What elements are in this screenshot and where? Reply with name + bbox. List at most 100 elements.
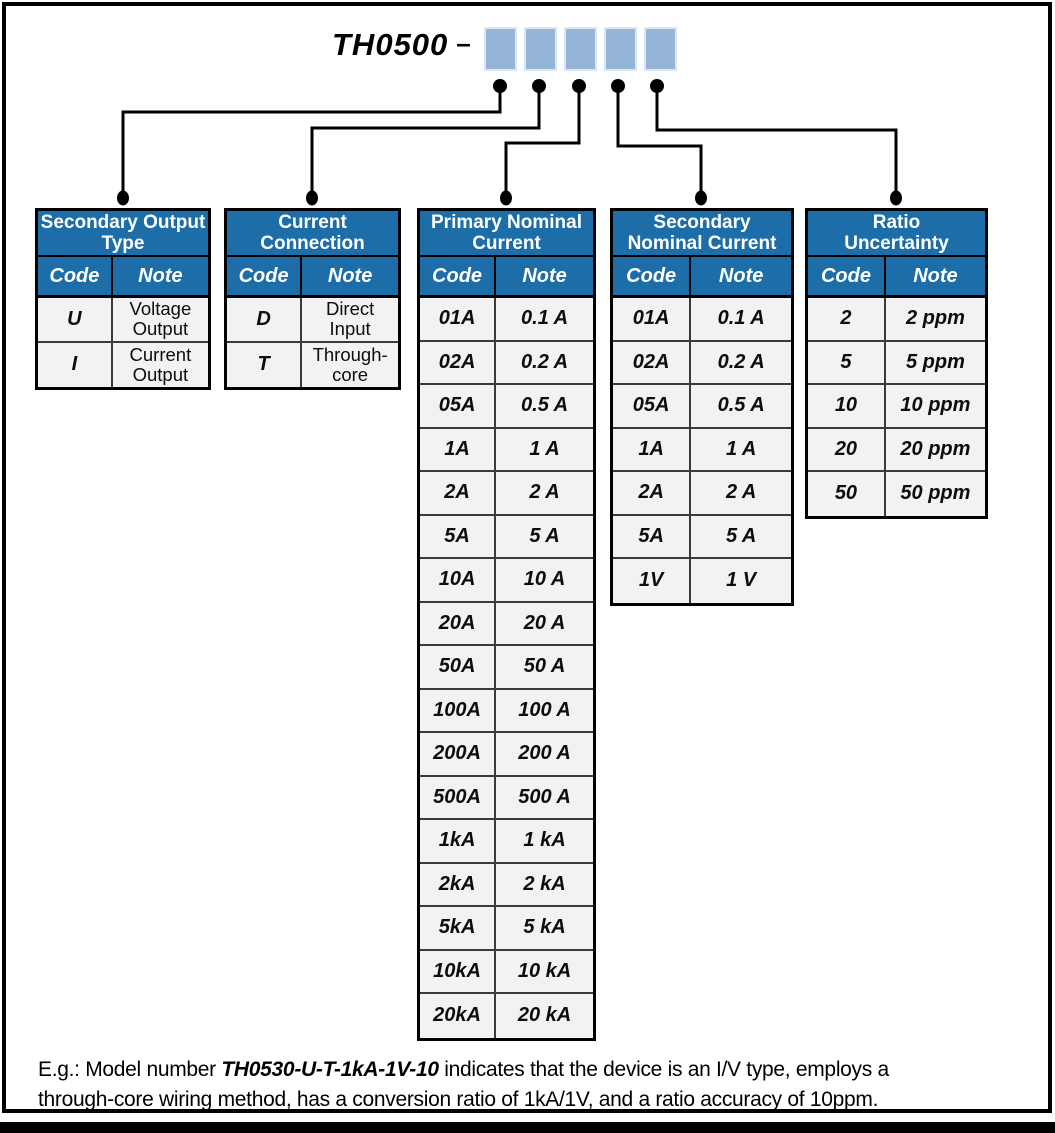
table-row: 1A 1 A	[613, 428, 791, 472]
code-cell: 02A	[420, 341, 497, 383]
column-header-code: Code	[38, 257, 113, 295]
column-header-note: Note	[913, 264, 958, 287]
note-cell: 200 A	[518, 742, 571, 765]
code-cell: 10kA	[420, 950, 497, 992]
note-cell: 2 A	[725, 481, 757, 504]
note-cell: 2 A	[529, 481, 560, 504]
code-placeholder-box	[604, 27, 637, 71]
note-cell: 10 kA	[517, 959, 572, 982]
code-placeholder-box	[644, 27, 677, 71]
note-cell: 5 kA	[523, 916, 566, 939]
code-cell: U	[38, 298, 113, 341]
code-cell: 50A	[420, 646, 497, 688]
table-row: 20kA 20 kA	[420, 994, 593, 1038]
code-cell: 5kA	[420, 907, 497, 949]
code-cell: 20A	[420, 602, 497, 644]
note-cell: 500 A	[518, 785, 571, 808]
column-header-code: Code	[227, 257, 303, 295]
code-cell: 5A	[420, 515, 497, 557]
code-cell: 02A	[613, 341, 692, 383]
code-cell: 5	[808, 341, 886, 383]
note-cell: 0.5 A	[717, 394, 765, 417]
note-cell: 5 A	[725, 524, 757, 547]
code-cell: 5A	[613, 515, 692, 557]
table-title-line: Ratio	[872, 212, 921, 233]
table-column-headers: Code Note	[227, 257, 398, 298]
note-cell: Current Output	[129, 343, 192, 385]
table-column-headers: Code Note	[38, 257, 208, 298]
code-cell: 2A	[420, 472, 497, 514]
note-cell: 0.5 A	[521, 394, 569, 417]
note-cell: 1 kA	[523, 829, 566, 852]
table-row: 01A 0.1 A	[420, 298, 593, 342]
note-cell: 2 ppm	[905, 307, 965, 330]
note-cell: 20 kA	[517, 1004, 572, 1027]
code-cell: T	[227, 342, 303, 387]
code-cell: 01A	[420, 298, 497, 340]
table-title-line: Secondary Output	[40, 212, 206, 233]
column-header-note: Note	[327, 264, 373, 287]
column-header-code: Code	[808, 257, 886, 295]
model-number: TH0500	[332, 27, 449, 62]
note-cell: 10 ppm	[900, 394, 971, 417]
table-row: 01A 0.1 A	[613, 298, 791, 342]
table-row: 5A 5 A	[420, 515, 593, 559]
note-cell: 1 V	[726, 569, 757, 592]
code-cell: 2	[808, 298, 886, 340]
code-cell: 2kA	[420, 863, 497, 905]
code-placeholder-boxes	[484, 27, 677, 71]
code-cell: 20kA	[420, 994, 497, 1038]
code-cell: 20	[808, 428, 886, 470]
table-title-line: Current	[278, 212, 347, 233]
note-cell: 1 A	[725, 437, 757, 460]
note-cell: 10 A	[523, 568, 566, 591]
table-row: 20A 20 A	[420, 602, 593, 646]
table-title-line: Current	[472, 233, 541, 254]
table-title-line: Connection	[260, 233, 365, 254]
note-cell: 0.2 A	[717, 350, 765, 373]
note-cell: 0.1 A	[521, 307, 569, 330]
table-title-line: Secondary	[653, 212, 751, 233]
table-title-line: Primary Nominal	[431, 212, 582, 233]
table-row: 02A 0.2 A	[613, 341, 791, 385]
table-title-line: Nominal Current	[627, 233, 777, 254]
table-row: 2A 2 A	[420, 472, 593, 516]
table-row: 5A 5 A	[613, 515, 791, 559]
model-title: TH0500–	[332, 27, 471, 63]
note-cell: 20 ppm	[900, 437, 971, 460]
note-cell: 5 A	[529, 524, 560, 547]
example-suffix: indicates that the device is an I/V type…	[38, 1058, 889, 1111]
note-cell: 20 A	[523, 611, 566, 634]
table-row: 20 20 ppm	[808, 428, 985, 472]
bottom-strip	[0, 1122, 1055, 1133]
note-cell: 50 A	[523, 655, 566, 678]
table-column-headers: Code Note	[808, 257, 985, 298]
column-header-note: Note	[138, 264, 183, 287]
code-cell: 01A	[613, 298, 692, 340]
column-header-code: Code	[420, 257, 497, 295]
code-cell: 1A	[613, 428, 692, 470]
code-cell: 500A	[420, 776, 497, 818]
note-cell: 100 A	[518, 698, 571, 721]
code-cell: 100A	[420, 689, 497, 731]
table-title-line: Type	[101, 233, 145, 254]
table-title-line: Uncertainty	[844, 233, 949, 254]
note-cell: Through-core	[312, 343, 388, 385]
note-cell: 0.1 A	[717, 307, 765, 330]
